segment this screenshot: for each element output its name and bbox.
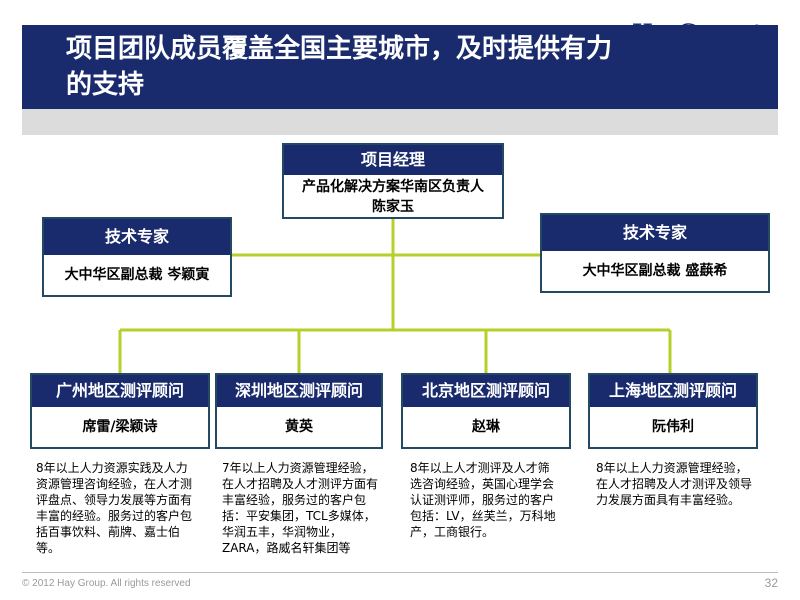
consultant-role-beijing: 北京地区测评顾问 [403,375,569,407]
consultant-box-shenzhen: 深圳地区测评顾问 黄英 [215,373,383,449]
project-manager-box: 项目经理 产品化解决方案华南区负责人 陈家玉 [282,143,504,219]
consultant-box-guangzhou: 广州地区测评顾问 席雷/梁颖诗 [30,373,210,449]
expert-role-right: 技术专家 [542,215,768,251]
project-manager-name: 陈家玉 [372,199,414,215]
page-number: 32 [764,576,778,590]
page-title: 项目团队成员覆盖全国主要城市，及时提供有力的支持 [66,34,613,100]
expert-box-left: 技术专家 大中华区副总裁 岑颖寅 [42,217,232,297]
consultant-box-shanghai: 上海地区测评顾问 阮伟利 [588,373,758,449]
consultant-desc-guangzhou: 8年以上人力资源实践及人力资源管理咨询经验，在人才测评盘点、领导力发展等方面有丰… [36,461,193,555]
project-manager-title: 产品化解决方案华南区负责人 [302,179,484,195]
consultant-name-guangzhou: 席雷/梁颖诗 [82,419,158,435]
expert-box-right: 技术专家 大中华区副总裁 盛蕻希 [540,213,770,293]
consultant-name-beijing: 赵琳 [472,419,500,435]
consultant-desc-shanghai: 8年以上人力资源管理经验，在人才招聘及人才测评及领导力发展方面具有丰富经验。 [596,461,753,507]
expert-role-left: 技术专家 [44,219,230,255]
consultant-name-shenzhen: 黄英 [285,419,313,435]
consultant-box-beijing: 北京地区测评顾问 赵琳 [401,373,571,449]
footer-divider [22,572,778,573]
consultant-desc-shenzhen: 7年以上人力资源管理经验，在人才招聘及人才测评方面有丰富经验，服务过的客户包括：… [222,461,379,555]
title-underbar [22,109,778,135]
expert-name-right: 大中华区副总裁 盛蕻希 [582,263,728,279]
project-manager-role: 项目经理 [284,145,502,175]
expert-name-left: 大中华区副总裁 岑颖寅 [64,267,210,283]
footer-copyright: © 2012 Hay Group. All rights reserved [22,578,191,589]
consultant-desc-beijing: 8年以上人才测评及人才筛选咨询经验，英国心理学会认证测评师，服务过的客户包括：L… [410,461,556,539]
consultant-name-shanghai: 阮伟利 [652,419,694,435]
consultant-role-shanghai: 上海地区测评顾问 [590,375,756,407]
title-banner: 项目团队成员覆盖全国主要城市，及时提供有力的支持 [22,25,778,109]
consultant-role-shenzhen: 深圳地区测评顾问 [217,375,381,407]
consultant-role-guangzhou: 广州地区测评顾问 [32,375,208,407]
